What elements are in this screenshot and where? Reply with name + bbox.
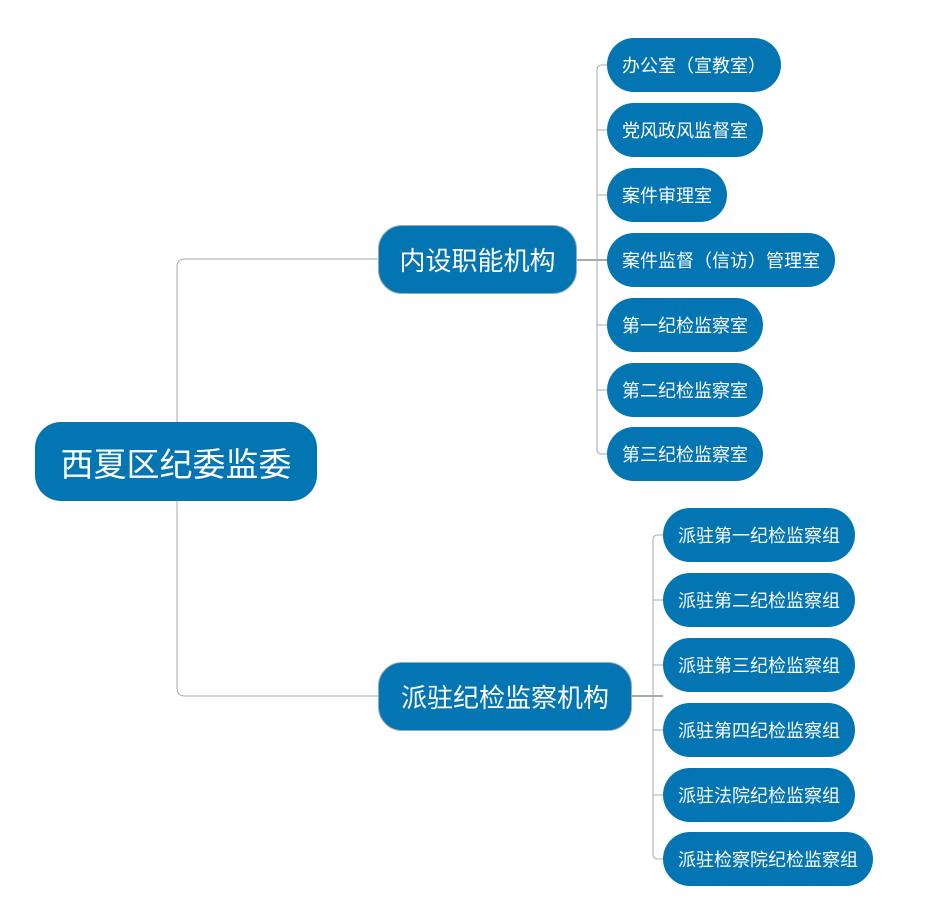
connector-group2-ticks bbox=[653, 599, 663, 796]
leaf-node[interactable]: 派驻检察院纪检监察组 bbox=[663, 832, 873, 886]
branch-node-internal[interactable]: 内设职能机构 bbox=[378, 225, 577, 294]
connector-group1-ticks bbox=[597, 129, 607, 391]
root-node[interactable]: 西夏区纪委监委 bbox=[35, 422, 317, 501]
connector-root-branch2 bbox=[176, 501, 378, 697]
leaf-node[interactable]: 案件监督（信访）管理室 bbox=[607, 233, 835, 287]
leaf-node[interactable]: 案件审理室 bbox=[607, 168, 727, 222]
leaf-node[interactable]: 派驻法院纪检监察组 bbox=[663, 768, 855, 822]
leaf-node[interactable]: 第二纪检监察室 bbox=[607, 363, 763, 417]
connector-group2-spine bbox=[652, 534, 663, 860]
leaf-node[interactable]: 派驻第一纪检监察组 bbox=[663, 508, 855, 562]
leaf-node[interactable]: 派驻第四纪检监察组 bbox=[663, 703, 855, 757]
leaf-node[interactable]: 办公室（宣教室） bbox=[607, 38, 781, 92]
leaf-node[interactable]: 派驻第三纪检监察组 bbox=[663, 638, 855, 692]
leaf-node[interactable]: 第一纪检监察室 bbox=[607, 298, 763, 352]
connector-group1-spine bbox=[596, 64, 607, 455]
leaf-node[interactable]: 第三纪检监察室 bbox=[607, 427, 763, 481]
leaf-node[interactable]: 派驻第二纪检监察组 bbox=[663, 573, 855, 627]
leaf-node[interactable]: 党风政风监督室 bbox=[607, 103, 763, 157]
connector-root-branch1 bbox=[176, 258, 378, 422]
branch-node-dispatched[interactable]: 派驻纪检监察机构 bbox=[378, 662, 632, 731]
